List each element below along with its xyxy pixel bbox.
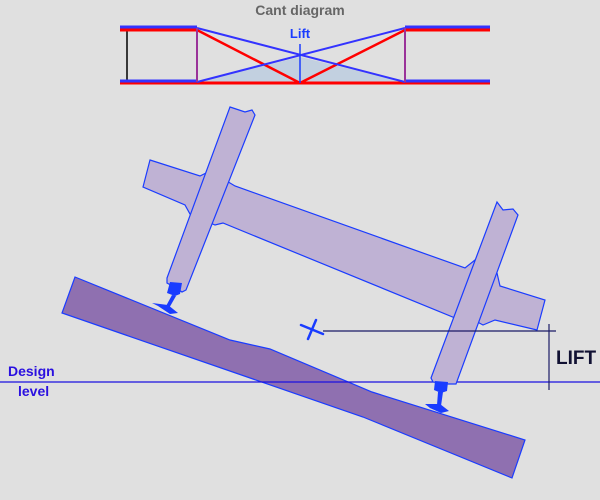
left-wheel xyxy=(166,106,256,293)
lift-label-small: Lift xyxy=(289,26,311,41)
right-rail xyxy=(425,381,449,413)
sleeper xyxy=(61,276,526,479)
right-wheel xyxy=(430,200,519,385)
centre-of-gravity-icon xyxy=(299,318,325,341)
diagram-title: Cant diagram xyxy=(255,2,345,18)
lift-label-big: LIFT xyxy=(556,348,597,369)
design-level-label-line1: Design xyxy=(8,363,55,379)
cant-diagram xyxy=(120,25,490,85)
left-rail xyxy=(152,282,182,314)
wheelset xyxy=(142,106,546,385)
lift-shaded-area xyxy=(197,57,405,82)
design-level-label-line2: level xyxy=(18,383,50,399)
blue-diagonal-up xyxy=(196,27,406,83)
